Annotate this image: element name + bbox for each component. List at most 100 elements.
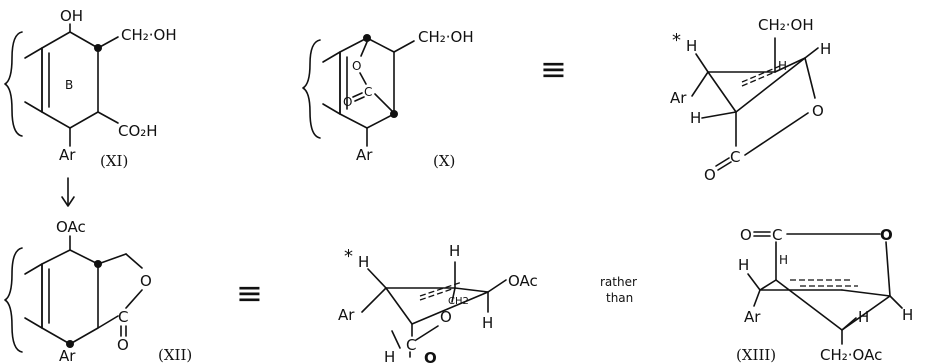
- compound-label-x: (X): [433, 152, 455, 170]
- ring-xii: [41, 249, 99, 345]
- ch2oac-label: CH₂·OAc: [820, 346, 882, 363]
- ring-bond: [804, 57, 816, 99]
- ring-bond: [775, 279, 843, 331]
- lactone-bond: [415, 325, 439, 341]
- compound-x-conformation: * H Ar CH₂·OH H H O H C O: [670, 16, 831, 184]
- ring-o-label: O: [140, 272, 152, 290]
- fused-ring-bond: [24, 263, 43, 275]
- h-label: H: [686, 37, 697, 55]
- stereocenter-dot: [363, 34, 371, 42]
- asterisk-marker: *: [344, 246, 353, 267]
- lactone-bond: [97, 253, 127, 265]
- brace-xii: [4, 247, 23, 353]
- reaction-arrow: [61, 177, 75, 207]
- ar-label: Ar: [338, 306, 355, 324]
- h-label-left: H: [690, 109, 701, 127]
- ring-bond: [841, 295, 891, 331]
- h-label-mid: H: [778, 59, 787, 73]
- ring-bond: [385, 287, 413, 325]
- ring-bond: [411, 291, 489, 325]
- dashed-bond: [741, 65, 781, 83]
- h-label: H: [358, 253, 369, 271]
- h-label-right: H: [482, 314, 493, 332]
- h-bond: [695, 53, 709, 73]
- compound-xii-conformation: * H Ar H CH2 OAc H O C H O: [338, 242, 538, 363]
- h-label-lower: H: [858, 308, 869, 326]
- ring-bond: [759, 279, 777, 291]
- co2h-label: CO₂H: [118, 122, 158, 140]
- oac-label: OAc: [508, 272, 538, 290]
- ch2oh-bond: [97, 36, 119, 49]
- ring-o-label: O: [440, 308, 452, 326]
- lactone-bond: [360, 41, 368, 57]
- ring-o-label: O: [812, 102, 824, 120]
- ring-bond: [707, 71, 737, 113]
- oac-label: OAc: [56, 218, 86, 236]
- h-bond: [747, 273, 761, 291]
- equivalence-sign: ≡: [236, 274, 263, 312]
- ring-b-label: B: [65, 78, 73, 92]
- compound-label-xiii: (XIII): [736, 346, 776, 363]
- asterisk-marker: *: [672, 30, 681, 51]
- than-text: than: [606, 291, 633, 305]
- fused-ring-bond: [322, 103, 341, 115]
- ar-label: Ar: [670, 89, 687, 107]
- ar-label: Ar: [356, 146, 373, 164]
- brace-xi: [4, 31, 23, 137]
- carbonyl-bond: [717, 161, 732, 171]
- compound-xii: OAc O C O Ar (XII): [4, 218, 192, 363]
- ring-o-label: O: [880, 226, 893, 244]
- lactone-bond: [125, 289, 143, 309]
- h-label-right: H: [820, 40, 831, 58]
- oac-bond: [487, 279, 507, 293]
- h-label-mid: H: [779, 253, 788, 267]
- carbonyl-o-label: O: [343, 95, 352, 109]
- carbonyl-c-label: C: [406, 336, 416, 354]
- stereocenter-dot: [390, 110, 398, 118]
- fused-ring-bond: [24, 317, 43, 329]
- h-bond: [367, 268, 387, 289]
- fused-ring-bond: [322, 51, 341, 63]
- carbonyl-o-label: O: [740, 226, 752, 244]
- h-label-bottom: H: [384, 348, 395, 363]
- ch2oh-bond: [393, 40, 415, 53]
- oh-label: OH: [60, 7, 83, 25]
- ch2oh-label: CH₂·OH: [758, 16, 814, 34]
- ring-bond: [774, 57, 806, 73]
- ring-bond: [735, 57, 806, 113]
- ring-bond: [451, 287, 456, 303]
- bridge-o-label: O: [352, 59, 361, 73]
- dashed-bond: [419, 287, 456, 301]
- h-bond: [889, 295, 903, 309]
- carbonyl-bond: [354, 96, 365, 102]
- carbonyl-c-label: C: [772, 226, 782, 244]
- h-bond: [391, 330, 401, 349]
- h-bond: [701, 111, 737, 119]
- ch2oh-label: CH₂·OH: [121, 26, 177, 44]
- ch2oh-label: CH₂·OH: [418, 28, 474, 46]
- lactone-bond: [125, 253, 143, 269]
- ring-bond: [454, 287, 489, 293]
- compound-x: O C O CH₂·OH Ar (X): [302, 28, 474, 170]
- bridge-c-label: C: [364, 85, 372, 99]
- carbonyl-o-label: O: [117, 336, 129, 354]
- ar-label: Ar: [59, 347, 76, 363]
- carbonyl-bond: [715, 157, 730, 167]
- lactone-bond: [359, 72, 367, 85]
- h-label-right: H: [902, 306, 913, 324]
- ar-bond: [361, 287, 387, 313]
- ring-bond: [885, 241, 891, 297]
- lactone-bond: [97, 315, 119, 329]
- h-label-top: H: [449, 242, 460, 260]
- h-bond: [841, 317, 857, 331]
- compound-label-xi: (XI): [100, 152, 128, 170]
- fused-ring-bond: [24, 47, 43, 59]
- brace-x: [302, 39, 321, 139]
- ar-bond: [753, 289, 761, 307]
- rather-text: rather: [600, 275, 637, 289]
- compound-xiii: O C O H H H Ar H CH₂·OAc (XIII): [736, 226, 913, 363]
- dashed-bond: [741, 71, 776, 87]
- ch2-label: CH2: [448, 296, 469, 307]
- ring-bond: [841, 289, 891, 297]
